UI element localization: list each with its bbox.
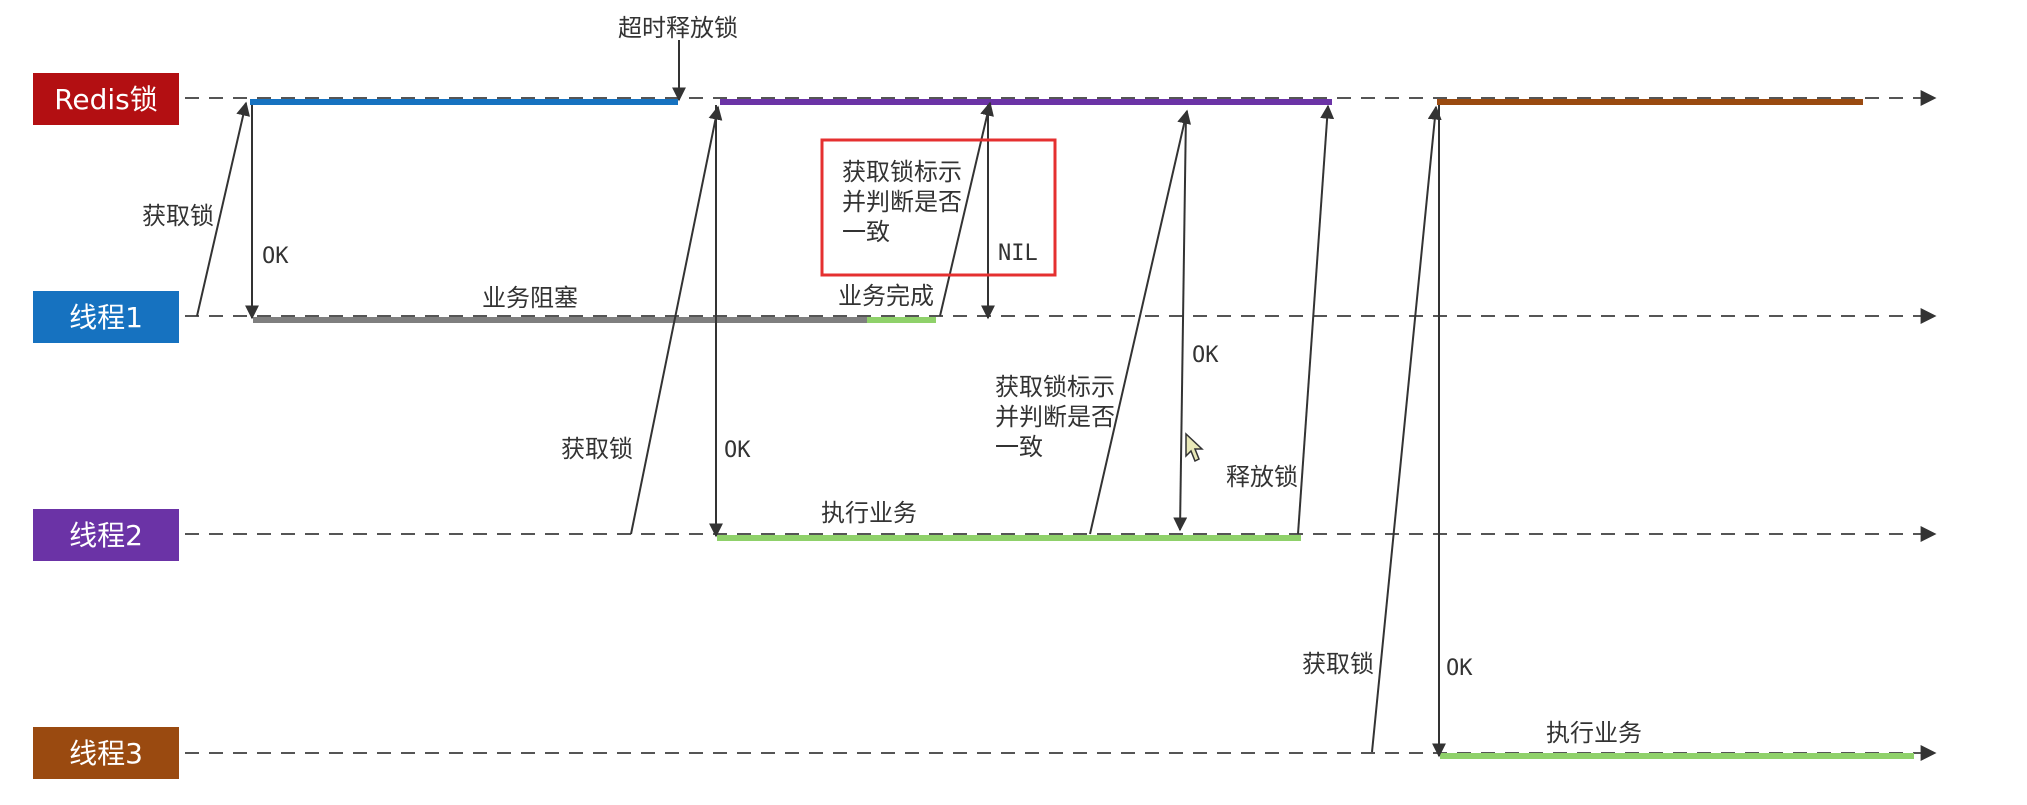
- cursor-icon: [1185, 432, 1204, 463]
- label-t1-blocked: 业务阻塞: [482, 284, 578, 312]
- lane-thread1-badge: [33, 291, 179, 343]
- arrow-t2-check: [1089, 109, 1192, 535]
- redis-hold-thread1: [250, 99, 678, 105]
- label-t2-check-line2: 并判断是否: [995, 403, 1115, 431]
- label-t1-ok: OK: [262, 244, 289, 269]
- lane-thread3-label: 线程3: [69, 737, 143, 770]
- box-check-line2: 并判断是否: [842, 188, 962, 216]
- label-t2-exec: 执行业务: [821, 499, 917, 527]
- label-t1-done: 业务完成: [838, 282, 934, 310]
- redis-hold-thread3: [1437, 99, 1863, 105]
- highlight-box: [820, 138, 1057, 277]
- lane-redis: Redis锁: [33, 73, 179, 125]
- lane-thread1-label: 线程1: [69, 301, 143, 334]
- label-t2-check-line1: 获取锁标示: [995, 373, 1115, 401]
- arrow-t1-acquire: [196, 101, 250, 317]
- lane-thread2-badge: [33, 509, 179, 561]
- label-t3-exec: 执行业务: [1546, 719, 1642, 747]
- thread1-done-bar: [867, 317, 936, 323]
- lane-thread2-label: 线程2: [69, 519, 143, 552]
- thread2-exec-bar: [717, 535, 1301, 541]
- redis-hold-thread2: [720, 99, 1332, 105]
- lane-thread1: 线程1: [33, 291, 179, 343]
- lane-thread3: 线程3: [33, 727, 179, 779]
- arrow-t2-release: [1297, 104, 1335, 535]
- box-check-line1: 获取锁标示: [842, 158, 962, 186]
- label-t2-acquire: 获取锁: [561, 435, 633, 463]
- thread3-exec-bar: [1440, 753, 1914, 759]
- label-t1-acquire: 获取锁: [142, 202, 214, 230]
- lane-redis-badge: [33, 73, 179, 125]
- lane-thread3-badge: [33, 727, 179, 779]
- arrow-t2-check-ok: [1173, 111, 1188, 532]
- box-check-line3: 一致: [842, 218, 890, 246]
- label-t3-ok: OK: [1446, 656, 1473, 681]
- label-nil: NIL: [998, 241, 1038, 266]
- label-t2-check-ok: OK: [1192, 343, 1219, 368]
- arrow-t2-acquire: [630, 105, 723, 535]
- label-t2-release: 释放锁: [1226, 463, 1298, 491]
- label-t2-ok: OK: [724, 438, 751, 463]
- arrow-t3-acquire: [1371, 105, 1442, 753]
- thread1-blocked-bar: [253, 317, 867, 323]
- label-timeout-release: 超时释放锁: [618, 14, 738, 42]
- label-t3-acquire: 获取锁: [1302, 650, 1374, 678]
- lane-redis-label: Redis锁: [54, 83, 158, 116]
- lane-thread2: 线程2: [33, 509, 179, 561]
- label-t2-check-line3: 一致: [995, 433, 1043, 461]
